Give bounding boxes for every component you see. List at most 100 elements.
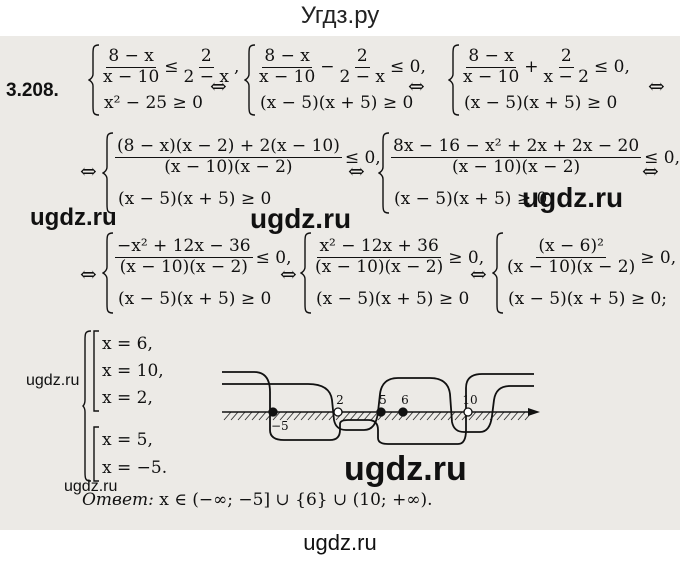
system-brace xyxy=(378,132,390,214)
fraction: −x² + 12x − 36(x − 10)(x − 2) xyxy=(115,237,253,277)
fraction-numerator: 2 xyxy=(558,45,574,68)
open-point xyxy=(463,407,473,417)
equation-row: (x − 5)(x + 5) ≥ 0 xyxy=(257,93,429,113)
hatch-mark xyxy=(342,411,351,421)
hatch-mark xyxy=(391,411,400,421)
math-text: ≥ 0, xyxy=(448,247,485,268)
math-text: + xyxy=(524,57,539,78)
fraction: (x − 6)²(x − 10)(x − 2) xyxy=(505,237,637,277)
system-brace xyxy=(102,132,114,214)
case-equation: x = 2, xyxy=(102,388,153,409)
math-text: ≤ 0, xyxy=(644,147,680,168)
hatch-mark xyxy=(503,411,512,421)
fraction-numerator: −x² + 12x − 36 xyxy=(115,236,253,259)
point-label: −5 xyxy=(271,419,289,433)
answer-text: x ∈ (−∞; −5] ∪ {6} ∪ (10; +∞). xyxy=(159,490,433,510)
equation-row: (x − 5)(x + 5) ≥ 0 xyxy=(391,189,680,209)
equiv-symbol: ⇔ xyxy=(408,74,425,98)
math-text: (x − 5)(x + 5) ≥ 0 xyxy=(260,93,414,114)
hatch-mark xyxy=(237,411,246,421)
equation-system-7: x² − 12x + 36(x − 10)(x − 2) ≥ 0, (x − 5)… xyxy=(300,232,487,314)
fraction-numerator: (8 − x)(x − 2) + 2(x − 10) xyxy=(115,136,342,159)
system-brace xyxy=(88,44,100,116)
equation-row: x² − 12x + 36(x − 10)(x − 2) ≥ 0, xyxy=(313,237,487,277)
cases-block: x = 6,x = 10,x = 2, x = 5,x = −5. xyxy=(82,330,167,482)
system-brace xyxy=(492,232,504,314)
system-brace xyxy=(244,44,256,116)
fraction: 8x − 16 − x² + 2x + 2x − 20(x − 10)(x − … xyxy=(391,136,642,178)
point-label: 5 xyxy=(379,393,387,407)
hatch-mark xyxy=(454,411,463,421)
axis-arrow xyxy=(528,408,540,416)
math-text: ≤ 0, xyxy=(390,57,426,78)
equiv-symbol: ⇔ xyxy=(648,74,665,98)
fraction-denominator: 2 − x xyxy=(339,66,385,87)
watermark: ugdz.ru xyxy=(250,203,352,234)
fraction: (8 − x)(x − 2) + 2(x − 10)(x − 10)(x − 2… xyxy=(115,137,342,177)
hatch-mark xyxy=(300,411,309,421)
fraction-numerator: 8x − 16 − x² + 2x + 2x − 20 xyxy=(391,136,642,159)
equiv-symbol: ⇔ xyxy=(210,74,227,98)
equiv-symbol: ⇔ xyxy=(642,159,659,183)
equation-row: x² − 25 ≥ 0 xyxy=(101,93,242,113)
problem-number: 3.208. xyxy=(6,80,59,101)
fraction-denominator: (x − 10)(x − 2) xyxy=(164,157,293,178)
point-label: 2 xyxy=(336,393,344,407)
footer-watermark: ugdz.ru xyxy=(303,530,377,555)
hatch-mark xyxy=(272,411,281,421)
answer-label: Ответ: xyxy=(82,490,154,510)
math-text: ≤ xyxy=(164,57,179,78)
hatch-mark xyxy=(412,411,421,421)
math-text: (x − 5)(x + 5) ≥ 0 xyxy=(464,93,618,114)
math-text: ≤ 0, xyxy=(255,247,292,268)
point-label: 6 xyxy=(401,393,409,407)
system-brace xyxy=(300,232,312,314)
equation-row: (8 − x)(x − 2) + 2(x − 10)(x − 10)(x − 2… xyxy=(115,137,384,177)
equiv-symbol: ⇔ xyxy=(80,262,97,286)
fraction-denominator: x − 10 xyxy=(259,66,316,87)
hatch-mark xyxy=(307,411,316,421)
equation-row: (x − 5)(x + 5) ≥ 0 xyxy=(115,189,384,209)
hatch-mark xyxy=(475,411,484,421)
hatch-mark xyxy=(419,411,428,421)
hatch-mark xyxy=(433,411,442,421)
hatch-mark xyxy=(510,411,519,421)
equiv-symbol: ⇔ xyxy=(348,159,365,183)
fraction-denominator: (x − 10)(x − 2) xyxy=(315,257,444,278)
system-brace xyxy=(102,232,114,314)
hatch-mark xyxy=(279,411,288,421)
site-title: Угдз.ру xyxy=(300,2,380,29)
equation-system-8: (x − 6)²(x − 10)(x − 2) ≥ 0,(x − 5)(x + … xyxy=(492,232,679,314)
equation-row: (x − 5)(x + 5) ≥ 0 xyxy=(461,93,633,113)
filled-point xyxy=(398,407,408,417)
hatch-mark xyxy=(440,411,449,421)
filled-point xyxy=(268,407,278,417)
fraction-numerator: 8 − x xyxy=(106,45,156,68)
case-equation: x = 6, xyxy=(102,333,153,354)
equation-system-6: −x² + 12x − 36(x − 10)(x − 2) ≤ 0, (x − 5… xyxy=(102,232,294,314)
fraction-numerator: x² − 12x + 36 xyxy=(317,236,441,259)
equiv-symbol: ⇔ xyxy=(80,159,97,183)
equation-row: (x − 5)(x + 5) ≥ 0 xyxy=(313,289,487,309)
equiv-symbol: ⇔ xyxy=(470,262,487,286)
watermark: ugdz.ru xyxy=(522,182,624,213)
equation-row: 8x − 16 − x² + 2x + 2x − 20(x − 10)(x − … xyxy=(391,137,680,177)
hatch-mark xyxy=(244,411,253,421)
math-text: x² − 25 ≥ 0 xyxy=(104,93,203,114)
equiv-symbol: ⇔ xyxy=(280,262,297,286)
square-bracket xyxy=(93,330,99,412)
fraction-denominator: (x − 10)(x − 2) xyxy=(451,157,581,178)
outer-bracket xyxy=(82,330,92,482)
math-text: , xyxy=(234,57,240,78)
math-text: (x − 5)(x + 5) ≥ 0 xyxy=(118,288,272,309)
hatch-mark xyxy=(384,411,393,421)
